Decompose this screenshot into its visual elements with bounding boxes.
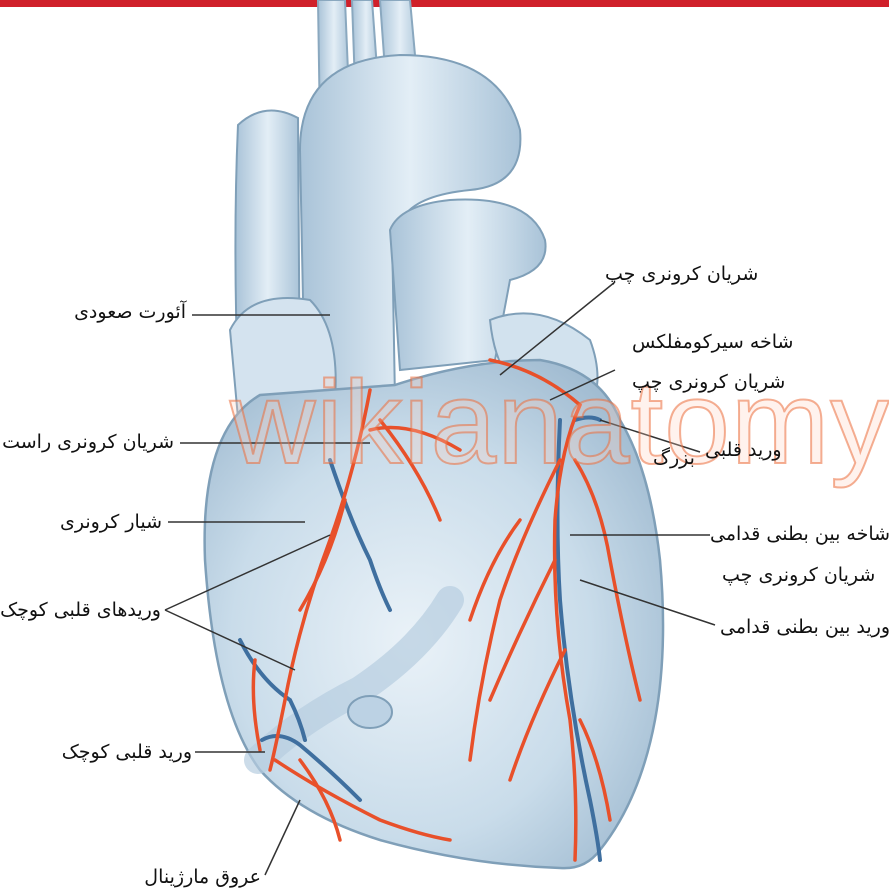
label-ascending-aorta: آئورت صعودی	[74, 300, 186, 324]
watermark-text: wikianatomy.ir	[230, 355, 889, 491]
label-small-cardiac-veins: وریدهای قلبی کوچک	[0, 598, 161, 622]
label-right-coronary-artery: شریان کرونری راست	[2, 430, 174, 454]
label-great-cardiac-vein-1: ورید قلبی	[705, 438, 782, 462]
label-marginal-vessels: عروق مارژینال	[144, 865, 261, 889]
label-anterior-interventricular-branch-2: شریان کرونری چپ	[722, 563, 875, 587]
label-anterior-interventricular-branch-1: شاخه بین بطنی قدامی	[710, 522, 889, 546]
vessel-stump	[348, 696, 392, 728]
label-coronary-sulcus: شیار کرونری	[60, 510, 162, 534]
label-anterior-interventricular-vein: ورید بین بطنی قدامی	[720, 615, 889, 639]
label-circumflex-1: شاخه سیرکومفلکس	[632, 330, 793, 354]
label-left-coronary-artery: شریان کرونری چپ	[605, 262, 758, 286]
label-great-cardiac-vein-2: بزرگ	[653, 446, 695, 470]
label-small-cardiac-vein: ورید قلبی کوچک	[62, 740, 192, 764]
label-circumflex-2: شریان کرونری چپ	[632, 370, 785, 394]
